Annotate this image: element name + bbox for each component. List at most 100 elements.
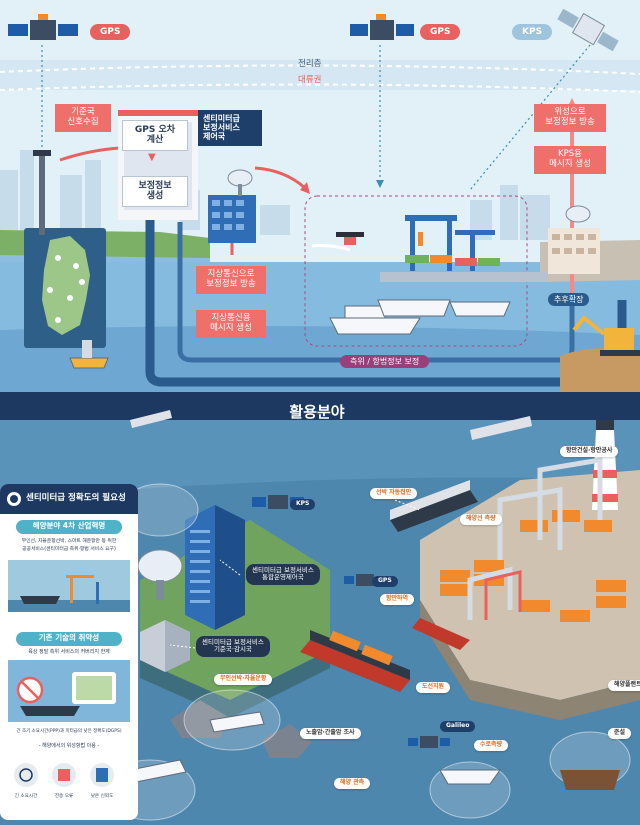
- underwater-survey-label: 노출암·간출암 조사: [300, 728, 361, 739]
- port-island-edge: [420, 600, 640, 720]
- gps-error-line2: 계산: [146, 135, 164, 146]
- drone: [311, 232, 364, 252]
- ships-far: [130, 410, 532, 440]
- satellite-broadcast-line1: 위성으로: [554, 107, 586, 117]
- gantry-cranes: [467, 457, 603, 620]
- red-cranes: [484, 570, 522, 620]
- control-station-line3: 제어국: [203, 132, 226, 142]
- reference-station-antenna: [33, 150, 51, 235]
- containers: [405, 255, 500, 266]
- gps-signal-lines: [41, 44, 591, 191]
- control-station-line2: 보정서비스: [203, 123, 240, 133]
- lighthouse: [592, 420, 618, 510]
- port-construction-label: 항만건설·항만공사: [560, 446, 619, 457]
- panel-section2-line1: 육상 정밀 측위 서비스의 커버리지 한계: [28, 649, 110, 655]
- down-arrow-icon: ▼: [148, 152, 156, 163]
- gps-satellite-right: [350, 14, 414, 40]
- troposphere-label: 대류권: [298, 75, 322, 85]
- satellite-station: [548, 205, 600, 274]
- dredging-label: 준설: [608, 728, 632, 739]
- panel-title: 센티미터급 정확도의 필요성: [26, 493, 126, 503]
- troposphere-line: [0, 83, 640, 93]
- excavator: [560, 315, 640, 392]
- future-expansion-label: 추후확장: [548, 293, 590, 307]
- kps-label: KPS: [512, 24, 553, 41]
- panel-marine-title: - 해양에서의 위성항법 이용 -: [38, 743, 100, 749]
- panel-section1-line2: 공공서비스(센티미터급 측위·항법 서비스 요구): [22, 547, 116, 552]
- kps-bottom-label: KPS: [290, 499, 316, 510]
- ref-station-box: 기준국 신호수집: [55, 104, 111, 132]
- ground-message-box: 지상통신용 메시지 생성: [196, 310, 266, 338]
- towing-label: 도선지원: [416, 682, 451, 693]
- ref-station-line1: 기준국: [71, 107, 95, 117]
- shipping-route-label: 항만하역: [380, 594, 415, 605]
- kps-satellite: [557, 8, 619, 52]
- correction-line1: 보정정보: [138, 181, 172, 191]
- icon1-label: 긴 소요시간: [14, 794, 38, 799]
- container-stacks: [440, 510, 626, 622]
- panel-section1-title: 해양분야 4차 산업혁명: [32, 521, 106, 530]
- correction-box: 보정정보 생성: [122, 176, 188, 207]
- ships-top: [69, 299, 511, 369]
- correction-line2: 생성: [146, 191, 164, 202]
- atmosphere-band: [0, 60, 640, 90]
- collect-arrow: [59, 146, 121, 162]
- kps-message-line2: 메시지 생성: [549, 158, 591, 169]
- control-center-label: 센티미터급 보정서비스 통합운영제어국: [246, 564, 320, 585]
- ship-autopilot-label: 선박 자동접안: [370, 488, 418, 499]
- gps-error-box: GPS 오차 계산: [122, 120, 188, 151]
- signal-arrow-right: [376, 180, 384, 188]
- control-station-line1: 센티미터급: [203, 114, 240, 123]
- port-area: [304, 195, 528, 347]
- ground-message-line1: 지상통신용: [211, 313, 251, 323]
- ref-monitor-line1: 센티미터급 보정서비스: [202, 638, 264, 646]
- panel-section2-title: 기존 기술의 취약성: [38, 633, 100, 642]
- gps-label-left: GPS: [90, 24, 131, 41]
- marine-observation-label: 해양 관측: [334, 778, 371, 789]
- ground-broadcast-line1: 지상통신으로: [207, 269, 255, 279]
- ground-broadcast-line2: 보정정보 방송: [206, 278, 256, 289]
- port-survey-label: 해양선 측량: [460, 514, 502, 525]
- korea-map: [42, 236, 90, 335]
- ref-monitor-label: 센티미터급 보정서비스 기준국·감시국: [196, 636, 270, 657]
- galileo-label: Galileo: [440, 721, 476, 732]
- banner-title: 활용분야: [289, 403, 345, 421]
- city-skyline: [0, 150, 550, 240]
- gps-label-right: GPS: [420, 24, 461, 41]
- positioning-label: 측위 / 항법정보 보정: [340, 355, 430, 369]
- ionosphere-line: [0, 64, 640, 75]
- control-station-box: 센티미터급 보정서비스 제어국: [198, 110, 262, 146]
- ground-broadcast-box: 지상통신으로 보정정보 방송: [196, 266, 266, 294]
- icon3-label: 낮은 신뢰도: [90, 794, 114, 799]
- galileo-satellite: [408, 736, 450, 748]
- container-ship-1: [300, 630, 410, 692]
- control-center-line1: 센티미터급 보정서비스: [252, 566, 314, 574]
- unmanned-ship-label: 무인선박·자율운항: [214, 674, 273, 685]
- offshore-plant-label: 해양플랜트: [608, 680, 640, 691]
- map-stations: [47, 255, 85, 323]
- pier: [380, 272, 548, 282]
- port-cranes: [405, 215, 495, 271]
- island-edge: [140, 650, 330, 718]
- panel-bottom-line: 긴 초기 소요시간(PPP)과 미터급의 낮은 정확도(DGPS): [16, 729, 122, 734]
- kps-message-box: KPS용 메시지 생성: [534, 146, 606, 174]
- satellite-broadcast-line2: 보정정보 방송: [545, 116, 595, 127]
- panel-section1-line1: 무인선, 자율운항선박, 스마트 해운항만 등 위한: [21, 539, 117, 544]
- small-boats: [129, 711, 620, 790]
- ref-station-line2: 신호수집: [67, 116, 99, 127]
- control-center-line2: 통합운영제어국: [262, 573, 304, 582]
- gps-satellite-left: [8, 14, 78, 40]
- gps-error-line1: GPS 오차: [134, 125, 176, 135]
- label-connectors: [169, 499, 421, 649]
- hydro-survey-label: 수로측량: [474, 740, 509, 751]
- sea-bottom-shade: [0, 420, 640, 500]
- ground-message-line2: 메시지 생성: [210, 322, 252, 333]
- container-ship-2: [412, 618, 470, 650]
- tanker-ship: [390, 480, 478, 532]
- communication-tower: [208, 169, 256, 243]
- kps-message-line1: KPS용: [558, 149, 582, 159]
- satellite-broadcast-box: 위성으로 보정정보 방송: [534, 104, 606, 132]
- ref-monitor-line2: 기준국·감시국: [213, 645, 252, 654]
